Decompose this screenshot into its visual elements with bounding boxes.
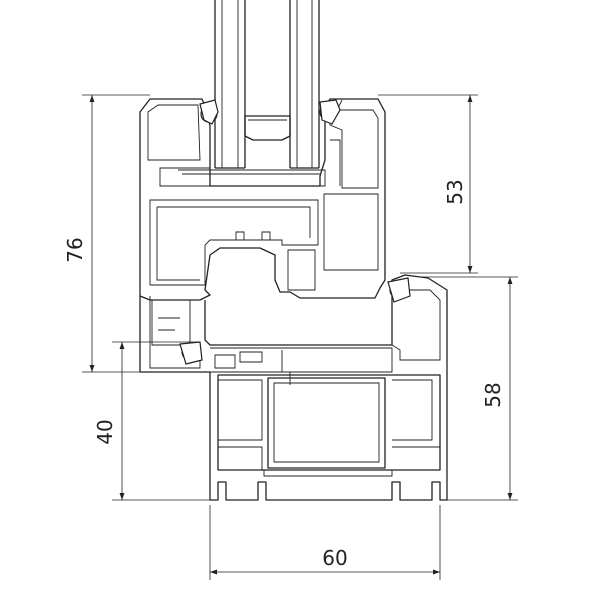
dimension-76: 76	[63, 94, 150, 373]
dimension-58-label: 58	[481, 382, 505, 407]
dimension-60: 60	[209, 505, 441, 580]
dimension-40: 40	[93, 341, 210, 501]
dimension-53-label: 53	[443, 179, 467, 204]
dimension-76-label: 76	[63, 237, 87, 262]
dimension-60-label: 60	[322, 546, 347, 570]
glass-pane	[214, 0, 320, 169]
sash-profile	[139, 98, 386, 301]
gaskets	[179, 99, 411, 365]
dimension-40-label: 40	[93, 419, 117, 444]
frame-profile	[139, 274, 448, 501]
dimension-53: 53	[378, 94, 478, 274]
dimension-58: 58	[420, 276, 518, 501]
